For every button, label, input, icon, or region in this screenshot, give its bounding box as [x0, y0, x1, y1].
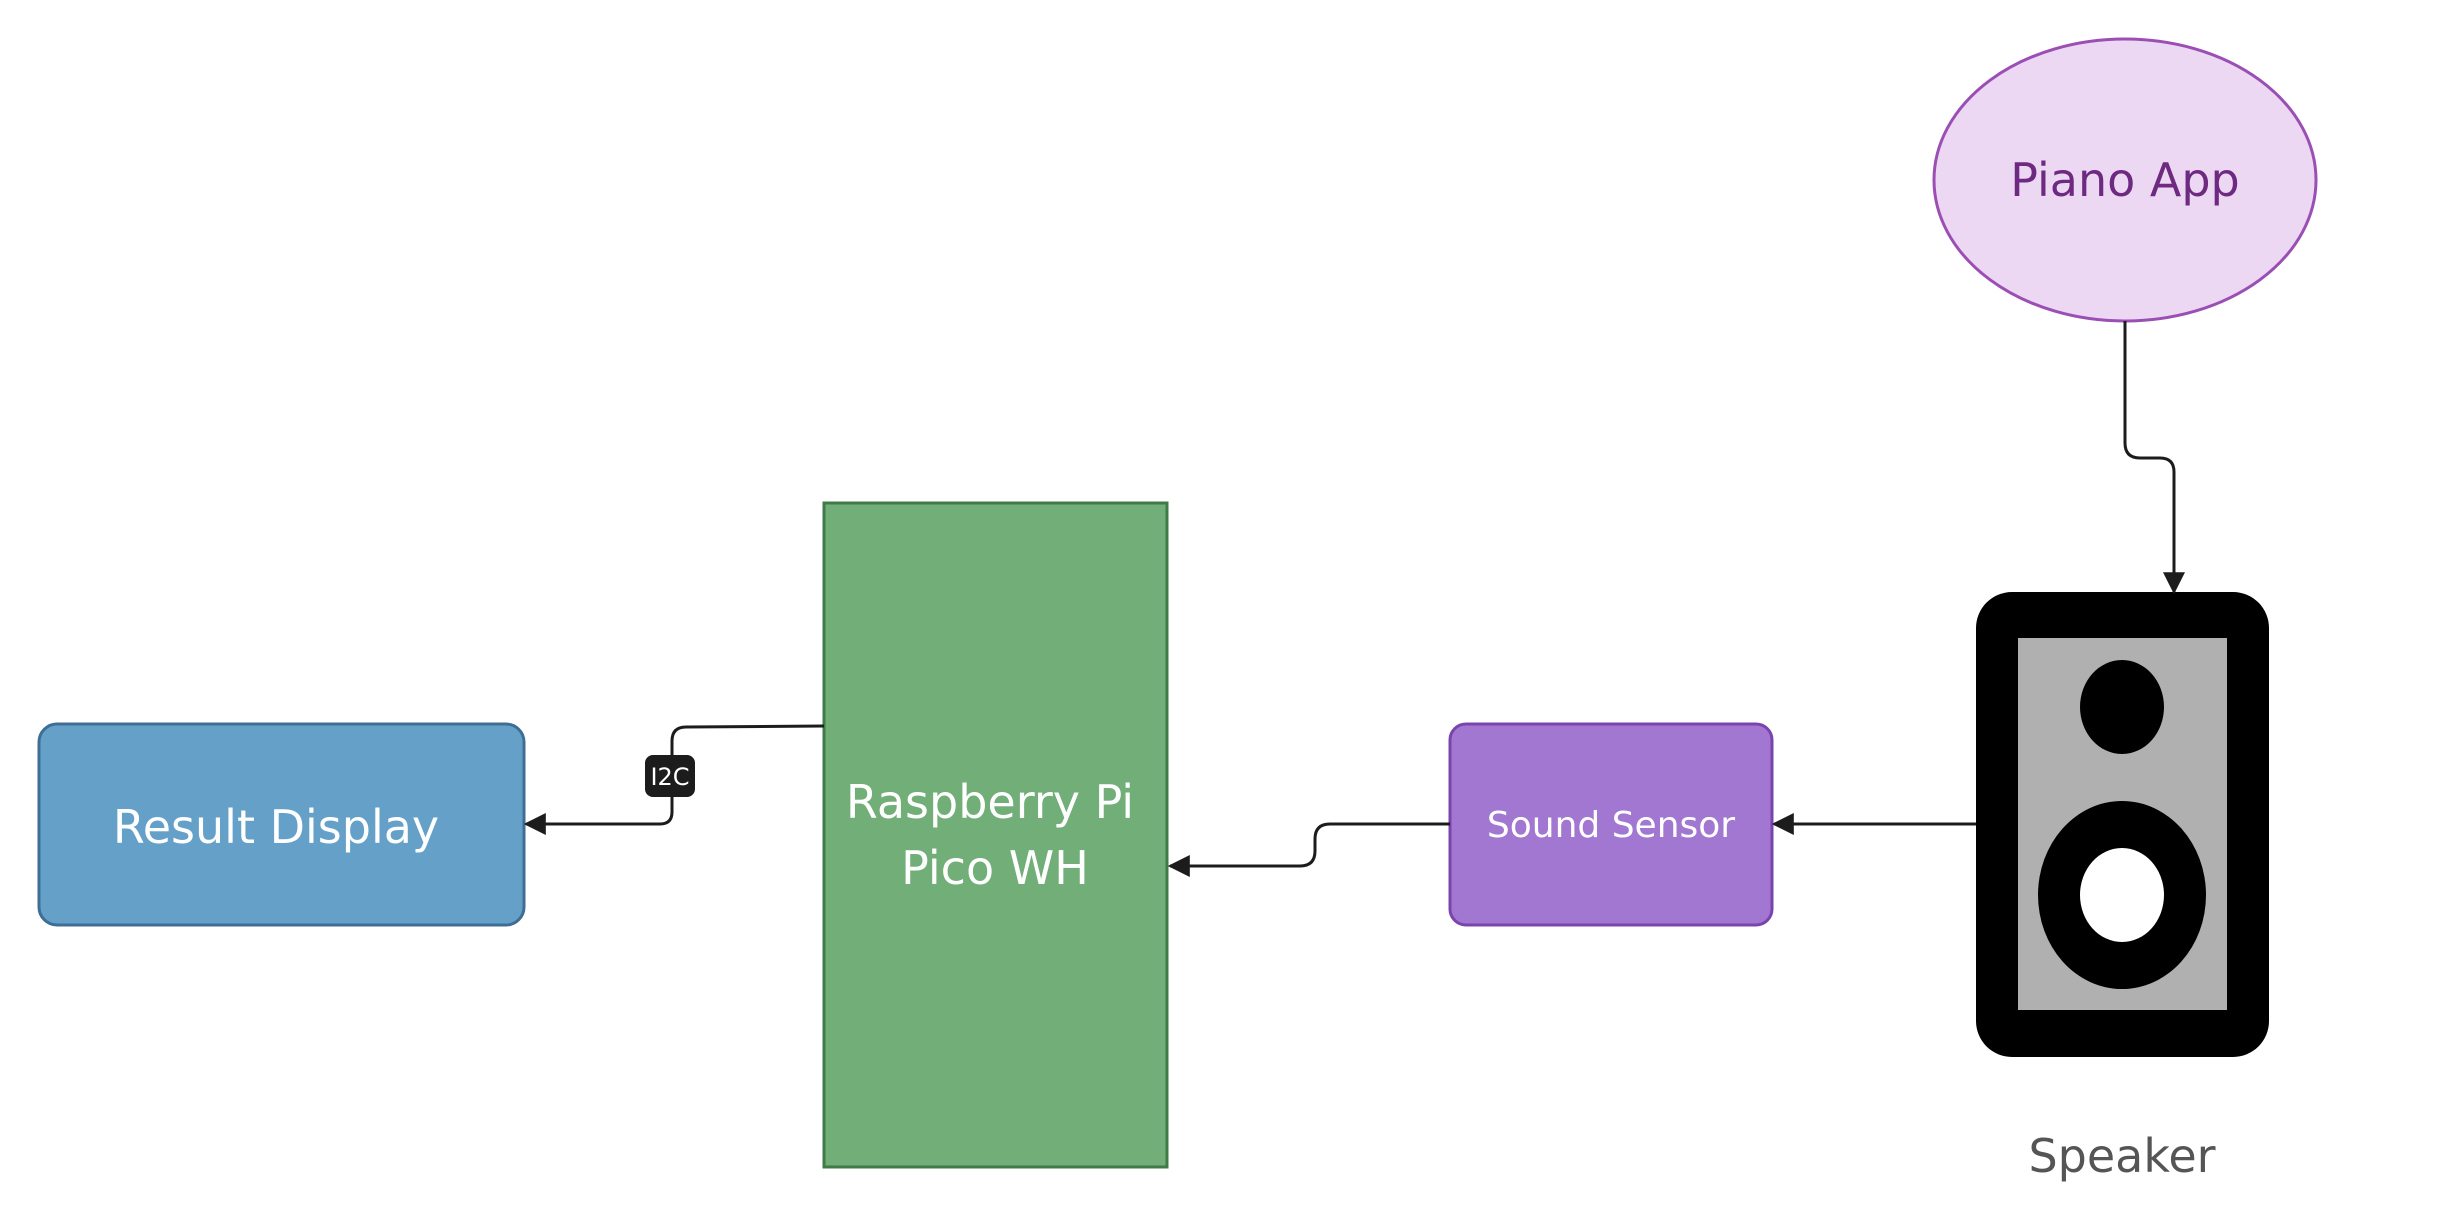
pico-label-line1: Raspberry Pi: [846, 775, 1134, 829]
pico-shape: [822, 501, 1169, 1169]
result-display-label: Result Display: [113, 800, 439, 854]
i2c-label: I2C: [650, 763, 689, 791]
pico-label-line2: Pico WH: [901, 841, 1089, 895]
connector-sensor-to-pico: [1167, 822, 1450, 877]
connector-piano-to-speaker: [2123, 321, 2185, 595]
pico-node[interactable]: Raspberry Pi Pico WH: [822, 501, 1169, 1169]
piano-app-node[interactable]: Piano App: [1932, 37, 2318, 323]
sound-sensor-label: Sound Sensor: [1487, 805, 1735, 846]
speaker-label: Speaker: [2028, 1129, 2215, 1183]
piano-app-label: Piano App: [2010, 153, 2239, 207]
sound-sensor-node[interactable]: Sound Sensor: [1448, 722, 1774, 927]
i2c-badge: I2C: [645, 755, 695, 797]
speaker-node[interactable]: Speaker: [1976, 592, 2269, 1183]
result-display-node[interactable]: Result Display: [37, 722, 526, 927]
speaker-icon: [1976, 592, 2269, 1057]
